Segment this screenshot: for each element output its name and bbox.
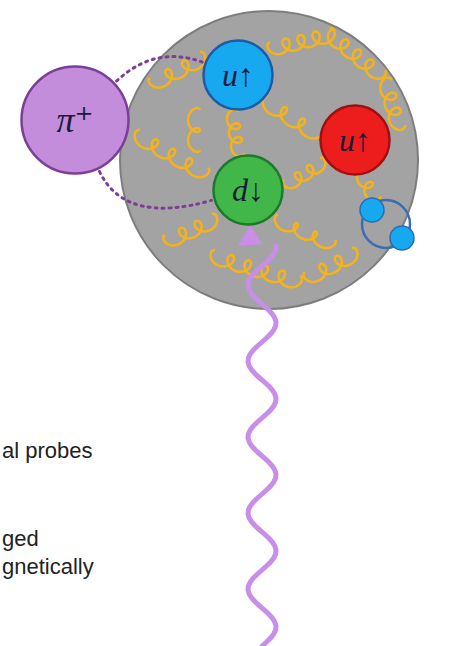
quark-circle: u↑ <box>202 39 274 111</box>
pion-cloud-link <box>117 57 203 81</box>
slide-text: al probes <box>2 438 93 464</box>
gluon-line <box>275 215 336 248</box>
pion-cloud-link <box>100 171 212 208</box>
photon-arrowhead <box>238 225 262 246</box>
sea-quark-loop <box>360 198 414 250</box>
gluon-line <box>283 158 326 189</box>
gluon-line <box>263 96 323 139</box>
node-label: u↑ <box>339 122 371 159</box>
gluon-line <box>149 52 206 88</box>
slide-text: ged <box>2 526 39 552</box>
node-label: d↓ <box>232 172 264 209</box>
proton-disc <box>120 11 418 309</box>
gluon-line <box>304 248 358 282</box>
slide-text: gnetically <box>2 554 94 580</box>
gluon-line <box>267 28 334 54</box>
quark-circle: d↓ <box>212 154 284 226</box>
quark-circle: u↑ <box>319 104 391 176</box>
gluon-line <box>163 214 217 246</box>
photon-wave <box>248 246 276 646</box>
gluon-line <box>328 29 386 78</box>
node-label: π⁺ <box>56 99 93 141</box>
pion-circle: π⁺ <box>20 65 130 175</box>
gluon-line <box>227 110 244 157</box>
gluon-line <box>135 130 210 178</box>
gluon-line <box>188 108 200 152</box>
gluon-lines <box>135 28 405 287</box>
node-label: u↑ <box>222 57 254 94</box>
